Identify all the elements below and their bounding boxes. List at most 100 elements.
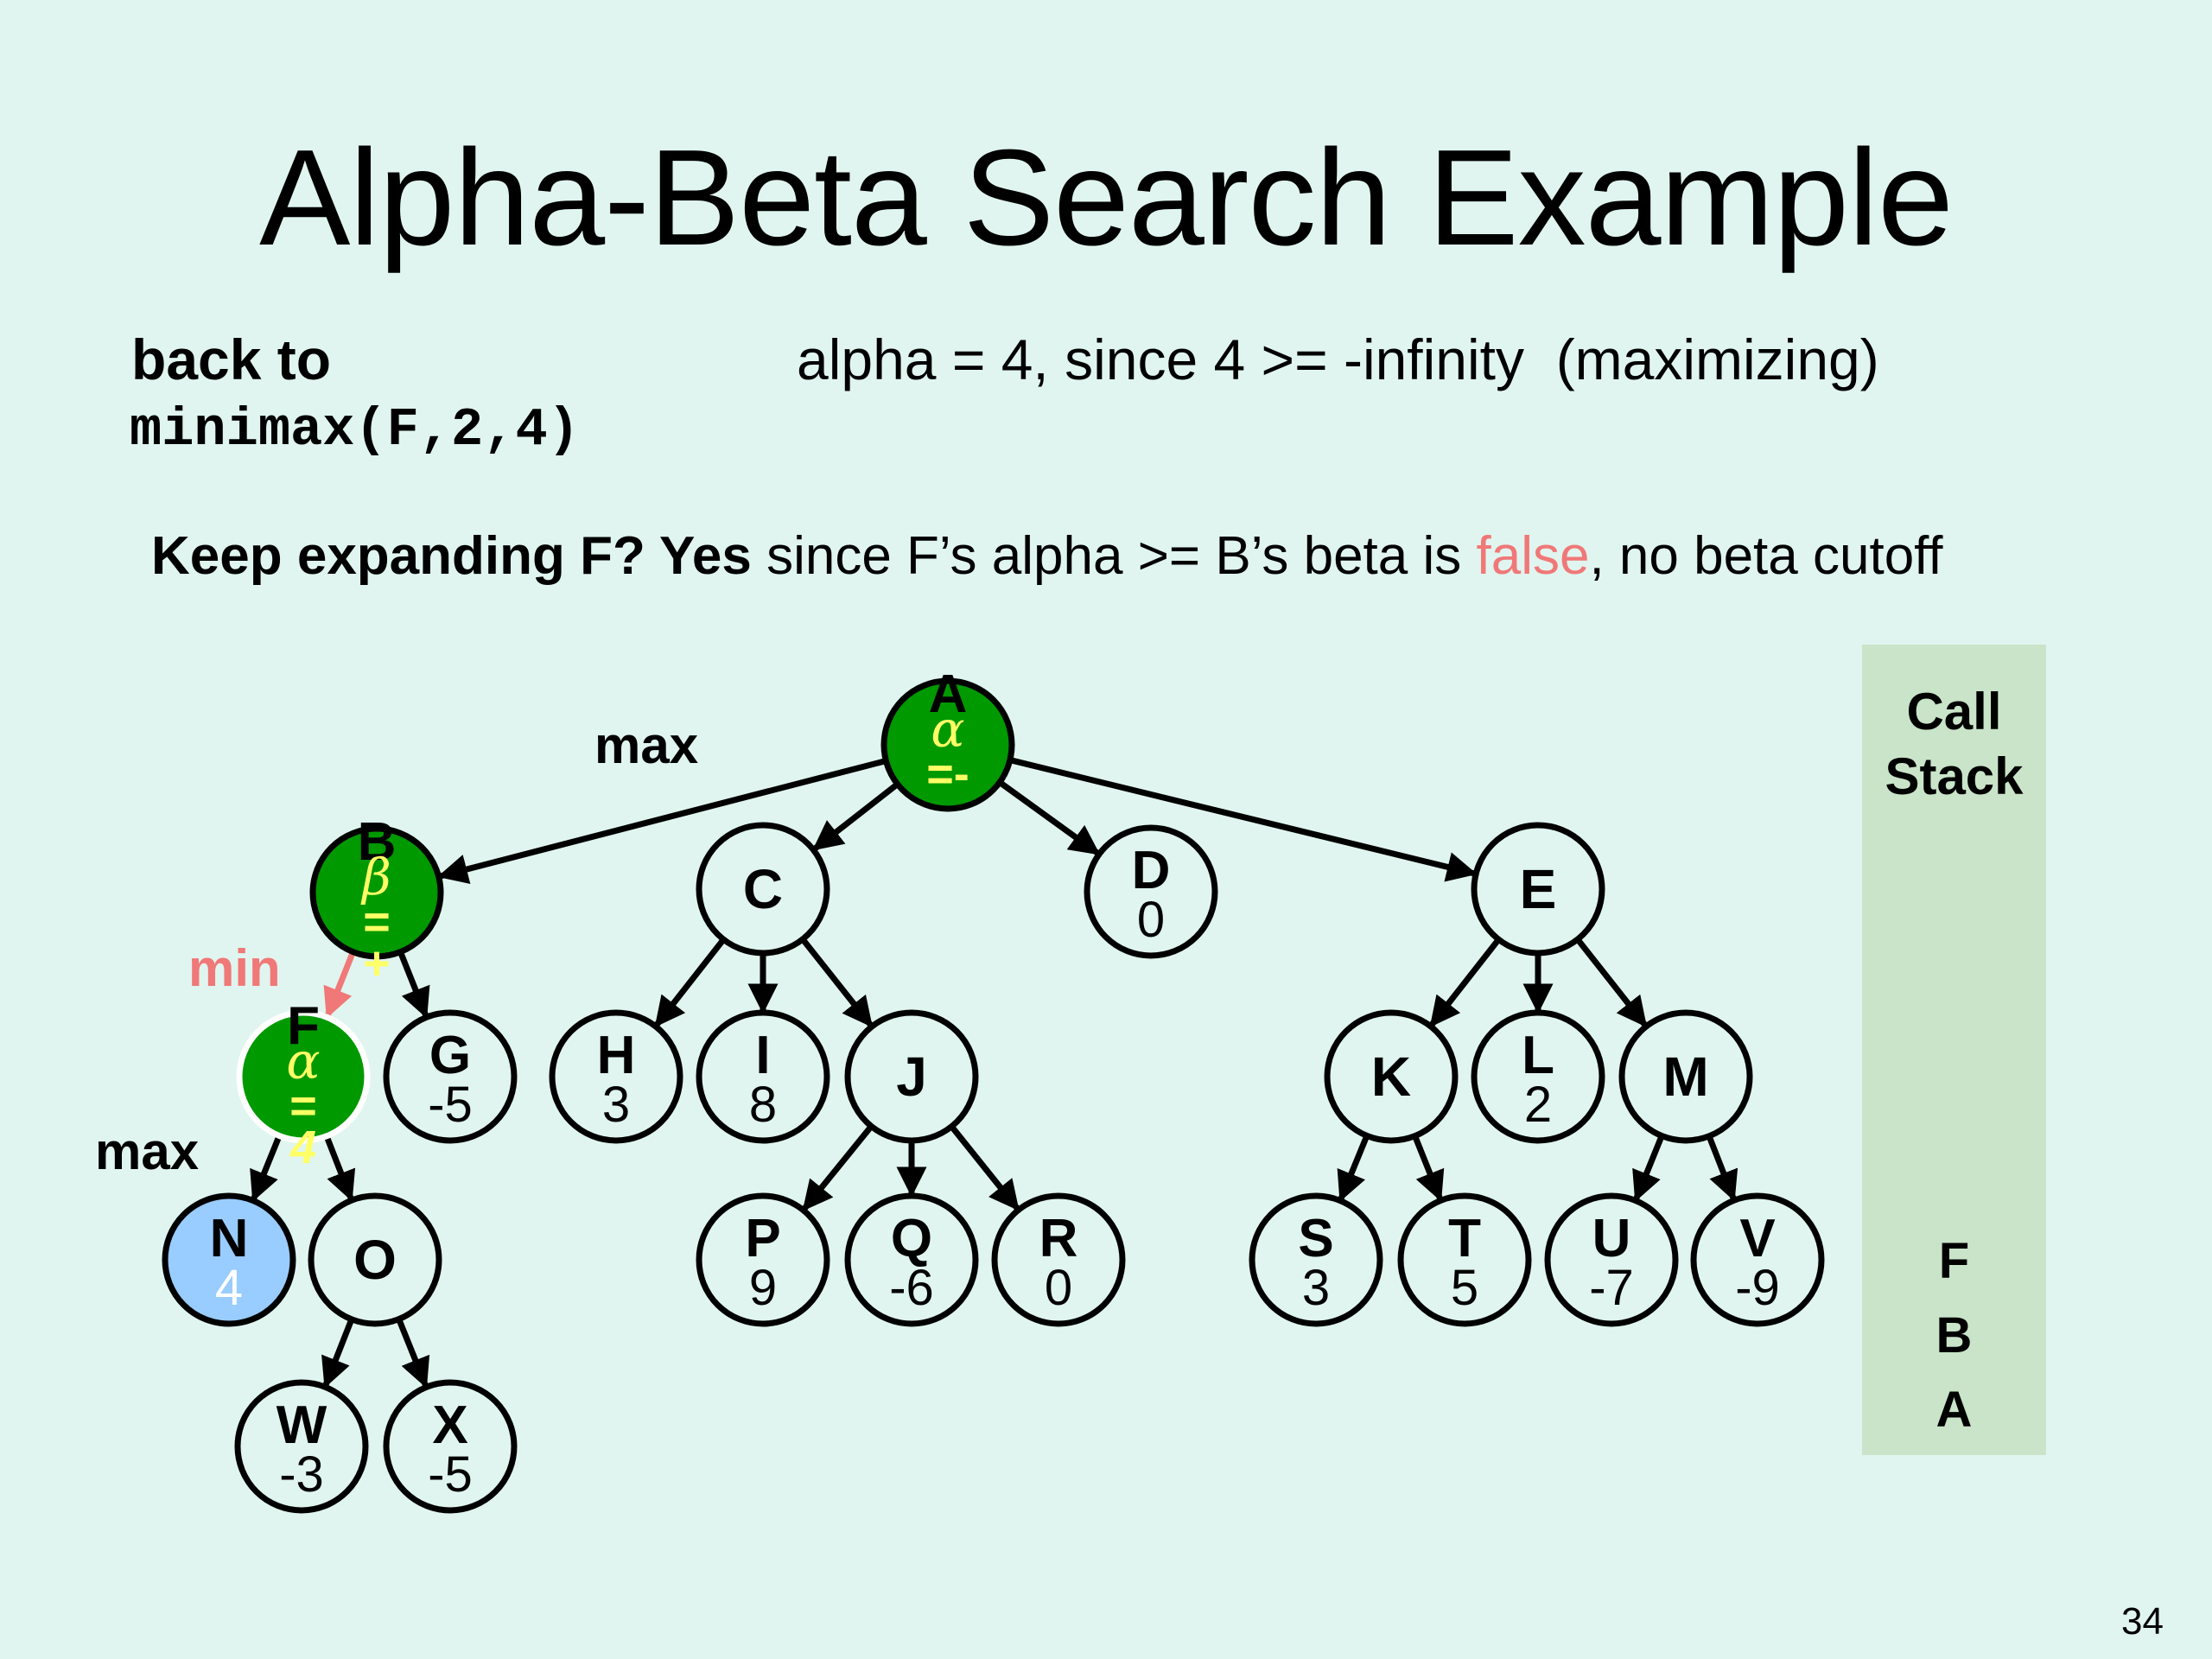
edge-J-P [802, 1124, 874, 1211]
edge-E-M [1575, 937, 1648, 1028]
annotation-equals: = [363, 896, 391, 948]
alpha-symbol: α [931, 700, 964, 759]
tree-node-F[interactable]: Fα=4 [236, 996, 371, 1173]
tree-node-U[interactable]: U-7 [1544, 1192, 1679, 1327]
node-circle [1324, 1009, 1459, 1144]
edge-C-J [800, 937, 874, 1028]
max-level-label-top: max [594, 716, 698, 774]
edge-M-U [1632, 1135, 1665, 1202]
tree-node-S[interactable]: S3 [1249, 1192, 1383, 1327]
annotation-value: 4 [289, 1122, 316, 1173]
false-highlight: false [1476, 526, 1590, 586]
node-circle [309, 825, 444, 960]
alpha-update-text: alpha = 4, since 4 >= -infinity (maximiz… [797, 327, 1879, 391]
node-circle [1690, 1192, 1825, 1327]
tree-node-K[interactable]: K [1324, 1009, 1459, 1144]
keep-expanding-text: Keep expanding F? Yes since F’s alpha >=… [151, 525, 1943, 587]
node-label: Q [891, 1209, 932, 1268]
tree-node-X[interactable]: X-5 [383, 1379, 518, 1514]
tree-node-B[interactable]: Bβ=+ [309, 812, 444, 989]
tree-node-O[interactable]: O [308, 1192, 442, 1327]
node-value: 3 [602, 1077, 630, 1133]
node-circle [234, 1379, 369, 1514]
call-stack-title: Call Stack [1862, 679, 2046, 809]
node-circle [1397, 1192, 1532, 1327]
tree-node-E[interactable]: E [1471, 822, 1605, 957]
back-to-label: back to [131, 327, 332, 391]
edge-F-N [250, 1135, 283, 1202]
node-label: E [1520, 858, 1557, 920]
tree-node-Q[interactable]: Q-6 [844, 1192, 979, 1327]
node-circle [549, 1009, 683, 1144]
node-value: 0 [1137, 892, 1165, 948]
annotation-value: + [363, 938, 391, 989]
node-circle [383, 1379, 518, 1514]
node-circle [696, 1009, 830, 1144]
node-value: 3 [1302, 1260, 1330, 1316]
tree-node-H[interactable]: H3 [549, 1009, 683, 1144]
node-value: -7 [1589, 1260, 1634, 1316]
slide-title: Alpha-Beta Search Example [259, 122, 1954, 274]
node-circle [1084, 824, 1218, 959]
edge-K-S [1337, 1135, 1370, 1202]
tree-node-C[interactable]: C [696, 822, 830, 957]
call-stack-item: A [1936, 1382, 1973, 1438]
node-value: -5 [428, 1446, 473, 1503]
tree-node-W[interactable]: W-3 [234, 1379, 369, 1514]
call-stack-item: F [1938, 1233, 1970, 1289]
minimax-call-text: minimax(F,2,4) [130, 399, 580, 461]
call-stack-item: B [1936, 1307, 1973, 1363]
node-label: I [755, 1026, 770, 1085]
node-value: -9 [1735, 1260, 1780, 1316]
edge-M-V [1706, 1135, 1738, 1202]
node-circle [696, 822, 830, 957]
node-value: -3 [279, 1446, 324, 1503]
node-label: S [1298, 1209, 1333, 1268]
edge-O-W [321, 1318, 355, 1389]
edge-B-F [323, 950, 356, 1019]
node-label: W [276, 1395, 327, 1455]
tree-node-M[interactable]: M [1618, 1009, 1753, 1144]
tree-node-I[interactable]: I8 [696, 1009, 830, 1144]
node-value: 5 [1451, 1260, 1478, 1316]
edge-C-H [654, 938, 727, 1027]
tree-node-N[interactable]: N4 [162, 1192, 296, 1327]
node-label: T [1448, 1209, 1481, 1268]
node-circle [308, 1192, 442, 1327]
tree-node-R[interactable]: R0 [991, 1192, 1126, 1327]
tree-node-A[interactable]: Aα=- [880, 664, 1015, 812]
edge-E-K [1429, 938, 1502, 1027]
tree-node-T[interactable]: T5 [1397, 1192, 1532, 1327]
node-value: 8 [749, 1077, 777, 1133]
node-circle [696, 1192, 830, 1327]
tree-node-J[interactable]: J [844, 1009, 979, 1144]
max-level-label-bottom: max [95, 1122, 199, 1180]
node-value: 0 [1045, 1260, 1072, 1316]
edge-F-O [323, 1135, 356, 1202]
node-value: 2 [1524, 1077, 1552, 1133]
node-circle [236, 1009, 371, 1144]
annotation-equals: =- [926, 748, 969, 800]
edge-A-E [1009, 757, 1478, 882]
node-label: R [1039, 1209, 1078, 1268]
edge-B-G [397, 950, 430, 1019]
node-value: 4 [215, 1260, 243, 1316]
node-circle [844, 1192, 979, 1327]
node-circle [162, 1192, 296, 1327]
node-value: -5 [428, 1077, 473, 1133]
node-circle [1471, 1009, 1605, 1144]
node-label: N [210, 1209, 249, 1268]
node-label: V [1739, 1209, 1775, 1268]
edge-A-B [437, 758, 887, 885]
node-label: C [743, 858, 783, 920]
tree-node-G[interactable]: G-5 [383, 1009, 518, 1144]
tree-node-L[interactable]: L2 [1471, 1009, 1605, 1144]
tree-node-P[interactable]: P9 [696, 1192, 830, 1327]
edge-J-R [949, 1124, 1020, 1211]
tree-node-V[interactable]: V-9 [1690, 1192, 1825, 1327]
node-label: A [929, 664, 968, 724]
keep-expanding-question: Keep expanding F? Yes [151, 526, 752, 586]
tree-node-D[interactable]: D0 [1084, 824, 1218, 959]
